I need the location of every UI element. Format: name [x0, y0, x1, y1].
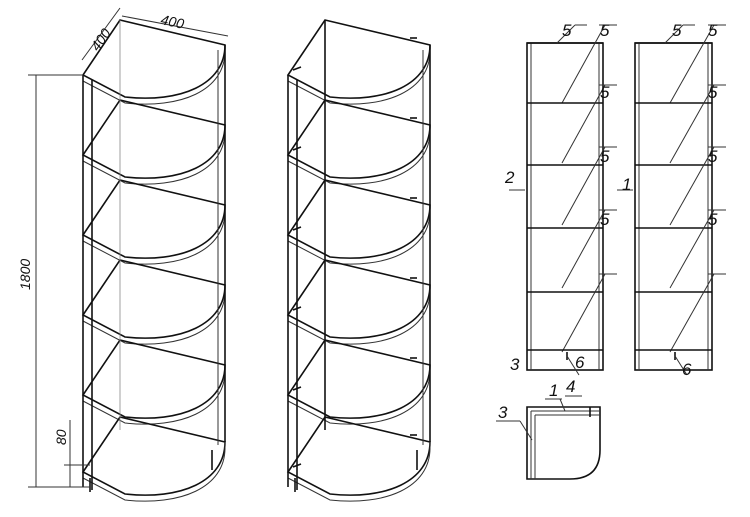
- label-side-1: 1: [622, 175, 631, 194]
- shelf: [81, 179, 226, 259]
- shelf: [286, 259, 431, 339]
- label-shelf-5: 5: [600, 147, 610, 166]
- leader-line: [561, 146, 606, 226]
- shelf: [286, 339, 431, 419]
- label-shelf-5: 5: [600, 210, 610, 229]
- label-shelf-5: 5: [708, 83, 718, 102]
- leader-line: [556, 24, 576, 44]
- label-shelf-5: 5: [708, 21, 718, 40]
- label-6: 6: [575, 353, 585, 372]
- leader-line: [561, 84, 606, 164]
- label-shelf-5: 5: [708, 147, 718, 166]
- plinth-height-label: 80: [53, 429, 69, 445]
- leader-line: [566, 355, 580, 376]
- shelf-edge: [287, 442, 431, 502]
- shelf: [81, 339, 226, 419]
- label-shelf-5: 5: [600, 83, 610, 102]
- label-1: 1: [549, 381, 558, 400]
- leader-line: [669, 84, 715, 164]
- shelf: [286, 19, 431, 99]
- leader-line: [561, 209, 606, 289]
- cabinet-outline: [634, 42, 713, 371]
- leader-line: [669, 24, 715, 104]
- frame-cabinet-view: [286, 19, 431, 502]
- shelf-edge: [287, 285, 431, 345]
- front-view-right: [617, 24, 726, 376]
- label-side-2: 2: [504, 168, 515, 187]
- plan-view: 3 1 4: [496, 377, 601, 480]
- shelf: [286, 99, 431, 179]
- label-shelf-5: 5: [708, 210, 718, 229]
- shelf: [286, 179, 431, 259]
- height-label: 1800: [17, 259, 33, 290]
- label-top-5: 5: [562, 21, 572, 40]
- depth-dimensions: 400 400: [81, 7, 229, 61]
- label-6: 6: [682, 360, 692, 379]
- label-top-5: 5: [672, 21, 682, 40]
- shelf-support: [292, 66, 302, 71]
- leader-line: [664, 24, 684, 44]
- label-3: 3: [510, 355, 520, 374]
- shelf-edge: [82, 205, 226, 265]
- front-view-left: [509, 24, 617, 376]
- shelf: [286, 416, 431, 496]
- shelf-edge: [82, 442, 226, 502]
- leader-line: [561, 273, 606, 353]
- shelf: [81, 99, 226, 179]
- height-dimension: 1800 80: [17, 74, 90, 488]
- leader-line: [561, 24, 606, 104]
- shelf-edge: [82, 365, 226, 425]
- leader-line: [669, 273, 715, 353]
- shelf-edge: [287, 365, 431, 425]
- depth-label-left: 400: [87, 25, 114, 53]
- cabinet-outline: [526, 42, 604, 371]
- label-shelf-5: 5: [600, 21, 610, 40]
- shelf: [81, 259, 226, 339]
- label-3: 3: [498, 403, 508, 422]
- leader-line: [674, 355, 688, 376]
- shelf-edge: [82, 45, 226, 105]
- shelf-edge: [82, 125, 226, 185]
- shelf-edge: [287, 205, 431, 265]
- label-4: 4: [566, 377, 575, 396]
- shelf-edge: [287, 45, 431, 105]
- assembled-cabinet-view: [81, 19, 226, 502]
- shelf-edge: [82, 285, 226, 345]
- shelf-edge: [287, 125, 431, 185]
- leader-line: [669, 209, 715, 289]
- leader-line: [669, 146, 715, 226]
- depth-label-right: 400: [159, 11, 185, 32]
- shelf: [81, 416, 226, 496]
